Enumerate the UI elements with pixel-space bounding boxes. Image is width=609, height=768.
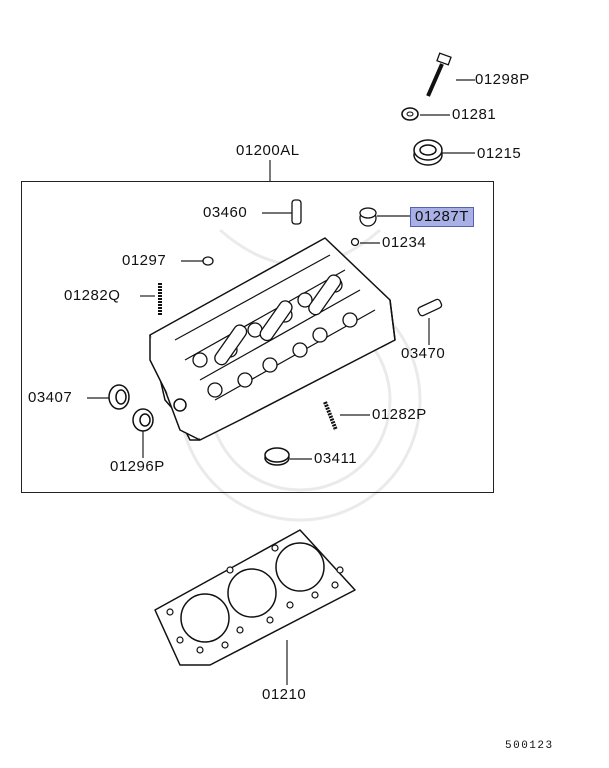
pin-03470	[417, 298, 443, 317]
label-01282Q[interactable]: 01282Q	[64, 287, 121, 304]
label-01215[interactable]: 01215	[477, 145, 522, 162]
ring-03407	[108, 384, 130, 410]
head-gasket-01210	[154, 529, 356, 666]
diagram-code: 500123	[505, 740, 554, 752]
label-03460[interactable]: 03460	[203, 204, 248, 221]
assembly-frame	[21, 181, 494, 493]
plug-01234	[350, 237, 360, 247]
plug-01287T	[359, 207, 377, 227]
label-01298P[interactable]: 01298P	[475, 71, 530, 88]
label-03411[interactable]: 03411	[314, 450, 358, 467]
label-01210[interactable]: 01210	[262, 686, 307, 703]
label-01296P[interactable]: 01296P	[110, 458, 165, 475]
seal-03411	[264, 447, 290, 466]
label-01282P[interactable]: 01282P	[372, 406, 427, 423]
label-01281[interactable]: 01281	[452, 106, 497, 123]
ring-01296P	[132, 408, 154, 432]
cylinder-head	[149, 237, 396, 441]
pin-03460	[291, 199, 302, 225]
label-01200AL[interactable]: 01200AL	[236, 142, 300, 159]
label-03470[interactable]: 03470	[401, 345, 446, 362]
stud-01282P	[323, 401, 338, 431]
label-01287T[interactable]: 01287T	[410, 207, 474, 227]
bolt-01298P	[426, 52, 452, 97]
label-03407[interactable]: 03407	[28, 389, 73, 406]
label-01234[interactable]: 01234	[382, 234, 427, 251]
label-01297[interactable]: 01297	[122, 252, 167, 269]
seal-01215	[413, 139, 443, 166]
plug-01297	[202, 256, 214, 266]
